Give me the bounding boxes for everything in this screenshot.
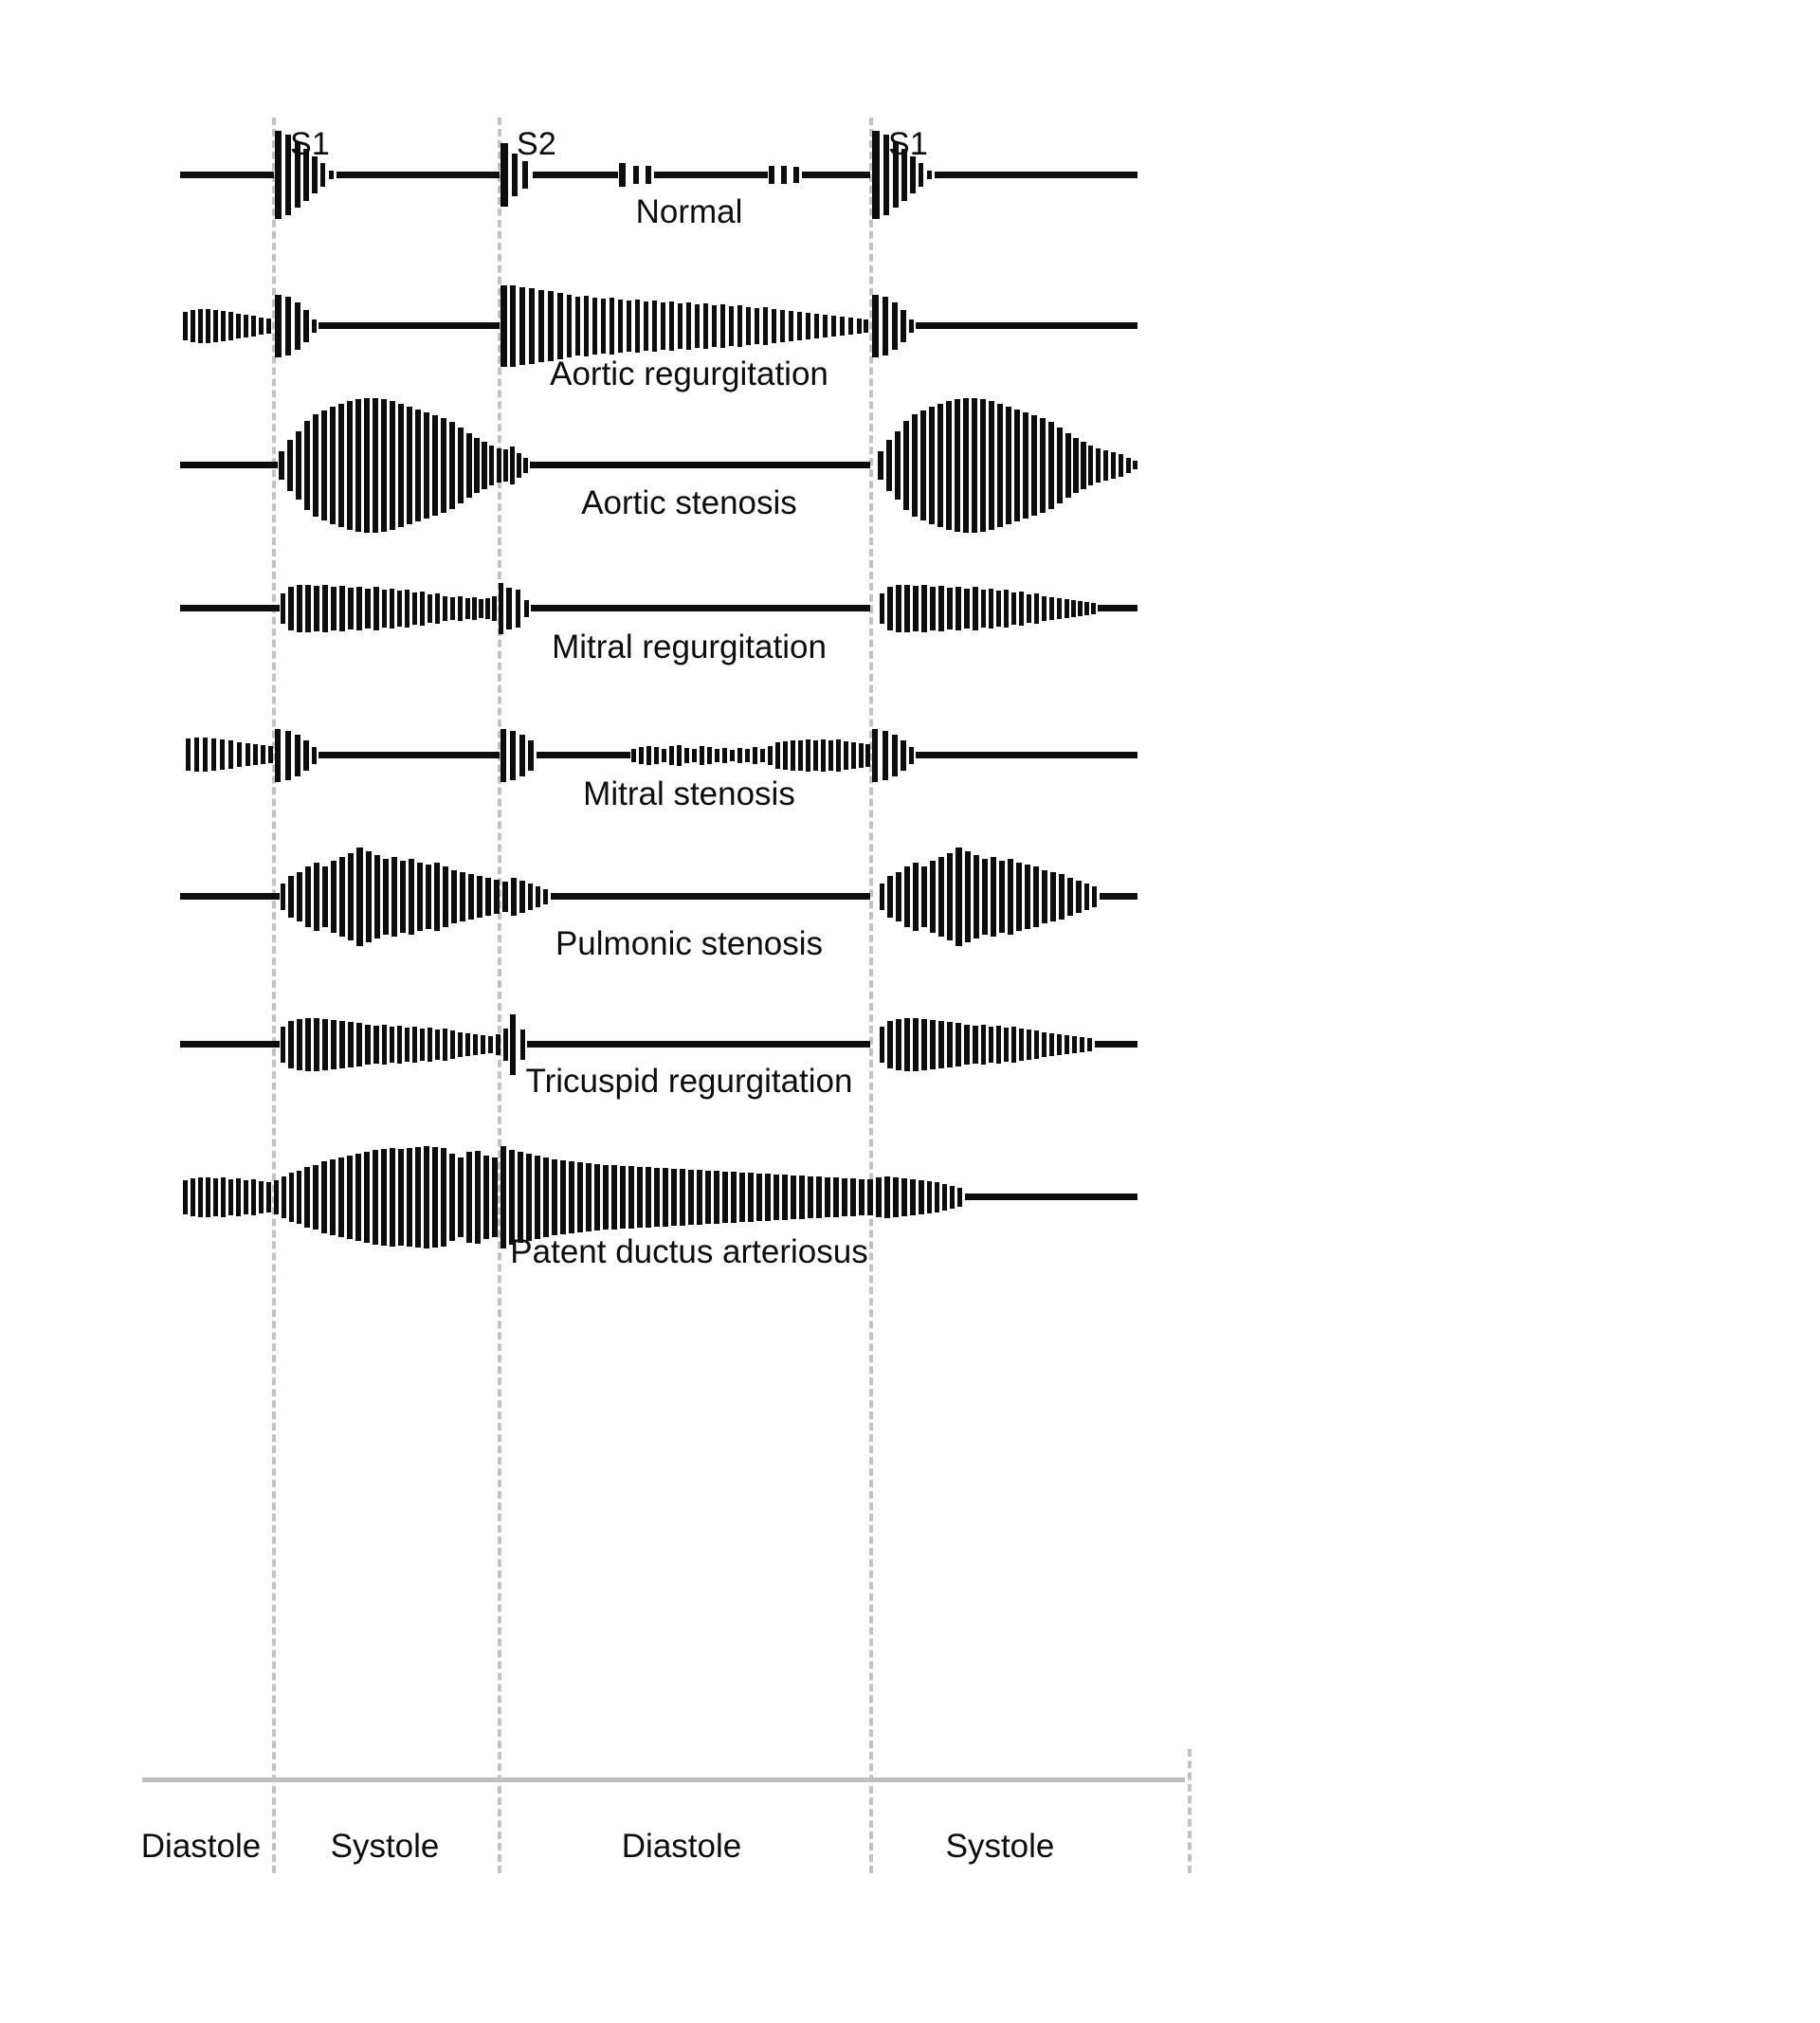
phase-label-diastole-2: Diastole — [621, 1828, 742, 1865]
waveform-aortic-stenosis — [180, 398, 1138, 533]
phase-label-systole-1: Systole — [330, 1828, 440, 1865]
trace-row-tricuspid-regurgitation: Tricuspid regurgitation — [0, 1000, 1820, 1142]
phase-marker-s1-first — [272, 118, 276, 1873]
phase-label-systole-2: Systole — [945, 1828, 1055, 1865]
waveform-tricuspid-regurgitation — [180, 1014, 1138, 1075]
trace-row-aortic-regurgitation: Aortic regurgitation — [0, 270, 1820, 422]
waveform-normal — [180, 131, 1138, 219]
trace-label-aortic-stenosis: Aortic stenosis — [581, 484, 797, 521]
trace-row-mitral-regurgitation: Mitral regurgitation — [0, 564, 1820, 706]
waveform-mitral-regurgitation — [180, 583, 1138, 634]
trace-label-pulmonic-stenosis: Pulmonic stenosis — [555, 925, 824, 962]
trace-label-patent-ductus-arteriosus: Patent ductus arteriosus — [510, 1233, 868, 1270]
timeline-axis-rule — [142, 1777, 1185, 1782]
phase-marker-s2 — [498, 118, 501, 1873]
trace-row-aortic-stenosis: Aortic stenosis — [0, 393, 1820, 602]
waveform-mitral-stenosis — [186, 729, 1138, 782]
phase-marker-s1-second — [869, 118, 873, 1873]
trace-row-pulmonic-stenosis: Pulmonic stenosis — [0, 834, 1820, 1005]
phase-marker-cycle-end — [1188, 1749, 1192, 1873]
trace-label-mitral-regurgitation: Mitral regurgitation — [552, 629, 827, 665]
phase-label-diastole-1: Diastole — [140, 1828, 262, 1865]
waveform-aortic-regurgitation — [183, 285, 1138, 367]
trace-label-normal: Normal — [635, 193, 743, 230]
trace-row-normal: Normal — [0, 114, 1820, 265]
trace-label-mitral-stenosis: Mitral stenosis — [583, 775, 795, 812]
trace-row-patent-ductus-arteriosus: Patent ductus arteriosus — [0, 1133, 1820, 1303]
trace-label-tricuspid-regurgitation: Tricuspid regurgitation — [525, 1063, 853, 1100]
waveform-pulmonic-stenosis — [180, 847, 1138, 946]
trace-row-mitral-stenosis: Mitral stenosis — [0, 706, 1820, 848]
beat-label-s2: S2 — [517, 126, 556, 162]
trace-label-aortic-regurgitation: Aortic regurgitation — [550, 355, 828, 392]
waveform-patent-ductus-arteriosus — [183, 1146, 1138, 1248]
